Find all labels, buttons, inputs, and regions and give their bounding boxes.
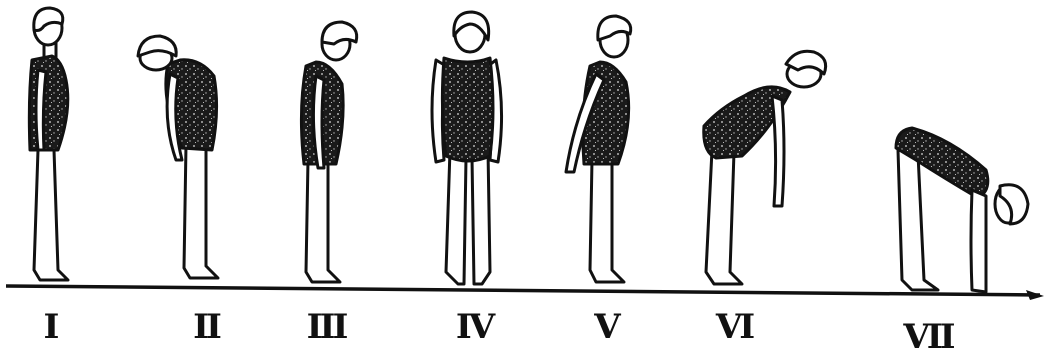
ground-line — [6, 286, 1044, 300]
figure-7-label: VII — [902, 317, 954, 357]
figure-1-label: I — [44, 307, 59, 347]
figure-6-label: VI — [715, 307, 754, 347]
figure-7-body — [896, 128, 1028, 292]
figure-4-body — [432, 12, 502, 284]
figure-5-label: V — [593, 307, 621, 347]
figure-7: VII — [896, 128, 1028, 357]
figure-1-body — [29, 8, 68, 280]
figure-3-body — [301, 22, 356, 282]
figure-5-body — [566, 16, 631, 282]
figure-2: II — [138, 36, 221, 347]
figure-6: VI — [704, 51, 826, 347]
figure-4: IV — [432, 12, 502, 347]
figure-5: V — [566, 16, 631, 347]
figure-6-body — [704, 51, 826, 284]
figure-3-label: III — [307, 307, 348, 347]
figure-4-label: IV — [456, 307, 496, 347]
figure-3: III — [301, 22, 356, 347]
figure-2-label: II — [193, 307, 221, 347]
figure-2-body — [138, 36, 218, 278]
figure-1: I — [29, 8, 68, 347]
